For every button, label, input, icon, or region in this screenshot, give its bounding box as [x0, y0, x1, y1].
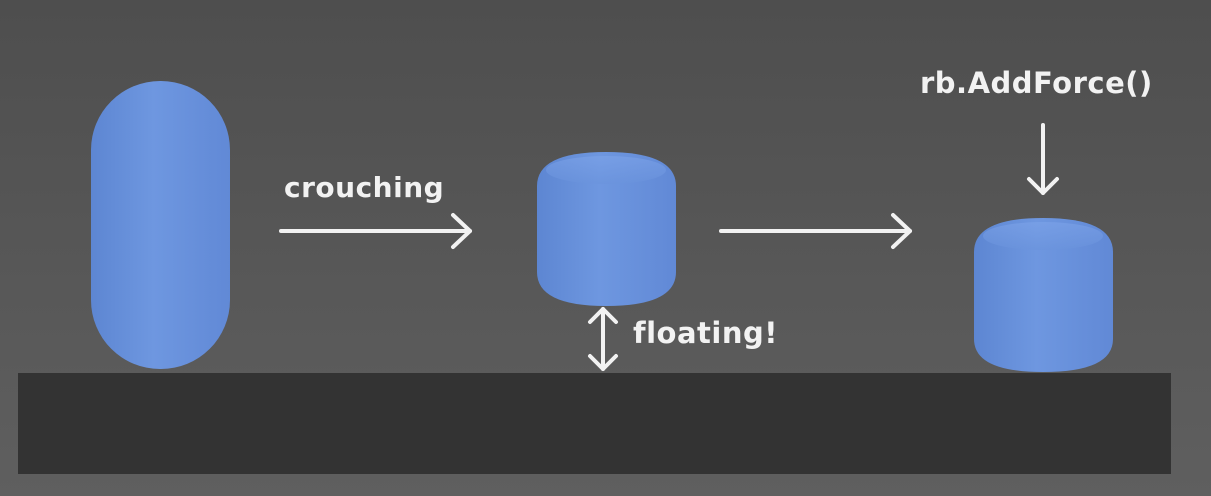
crouching-label: crouching	[284, 171, 445, 204]
right-arrow-icon	[279, 213, 472, 249]
right-arrow-icon	[719, 213, 912, 249]
down-arrow-icon	[1027, 123, 1059, 195]
standing-capsule	[91, 81, 230, 369]
double-arrow-icon	[588, 307, 618, 371]
floating-label: floating!	[633, 316, 778, 350]
crouched-capsule-floating	[537, 152, 676, 306]
add-force-label: rb.AddForce()	[920, 66, 1153, 100]
ground-platform	[18, 373, 1171, 474]
crouched-capsule-grounded	[974, 218, 1113, 372]
